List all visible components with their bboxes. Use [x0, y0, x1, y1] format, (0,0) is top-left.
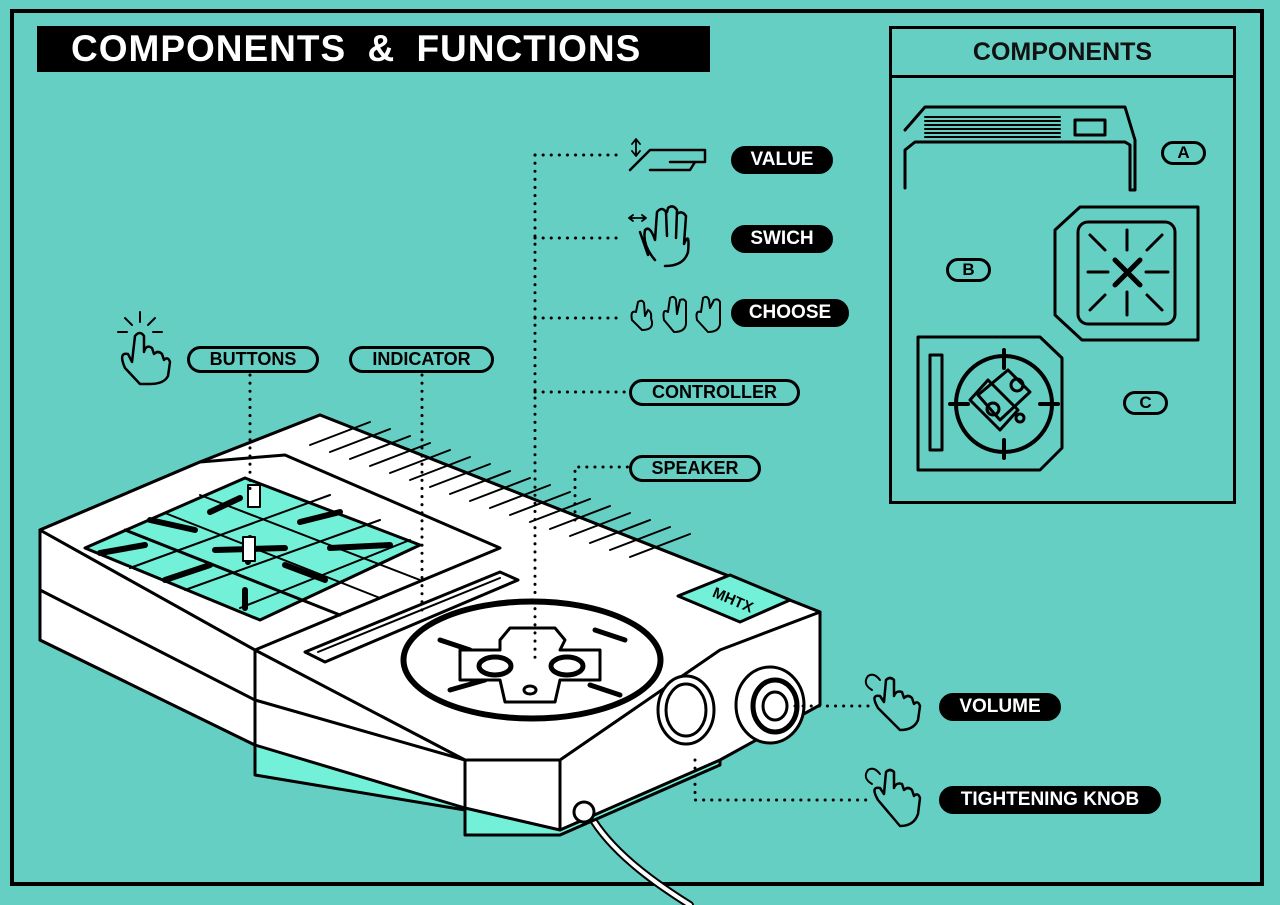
callout-switch: SWICH	[731, 225, 833, 253]
components-panel: COMPONENTS	[889, 26, 1236, 504]
page-title: COMPONENTS & FUNCTIONS	[37, 26, 710, 72]
callout-volume: VOLUME	[939, 693, 1061, 721]
callout-tightening-knob: TIGHTENING KNOB	[939, 786, 1161, 814]
component-label-b: B	[946, 258, 991, 282]
callout-controller: CONTROLLER	[629, 379, 800, 406]
component-label-c: C	[1123, 391, 1168, 415]
callout-indicator: INDICATOR	[349, 346, 494, 373]
components-heading: COMPONENTS	[892, 29, 1233, 78]
callout-choose: CHOOSE	[731, 299, 849, 327]
component-label-a: A	[1161, 141, 1206, 165]
callout-speaker: SPEAKER	[629, 455, 761, 482]
callout-value: VALUE	[731, 146, 833, 174]
outer-frame	[10, 9, 1264, 886]
callout-buttons: BUTTONS	[187, 346, 319, 373]
